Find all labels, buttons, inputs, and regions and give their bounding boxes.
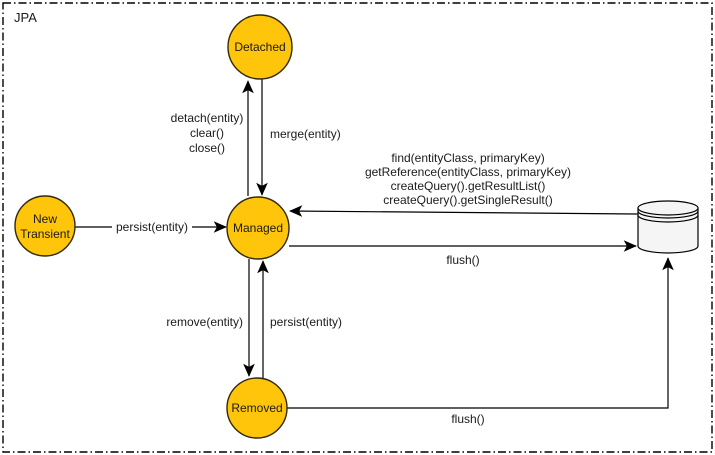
label-clear: clear() (190, 126, 224, 140)
state-managed: Managed (226, 196, 290, 260)
label-persist-new: persist(entity) (116, 220, 188, 234)
edge-removed-to-db (287, 257, 674, 409)
label-merge: merge(entity) (270, 127, 341, 141)
label-find: find(entityClass, primaryKey) (391, 151, 544, 165)
label-persist-removed: persist(entity) (270, 315, 342, 329)
label-detach: detach(entity) (171, 111, 244, 125)
label-close: close() (189, 141, 225, 155)
label-flush-removed: flush() (451, 412, 484, 426)
label-remove: remove(entity) (166, 315, 243, 329)
state-new-transient-label-line1: New (33, 212, 57, 226)
state-new-transient-label-line2: Transient (20, 227, 70, 241)
state-detached: Detached (227, 14, 293, 80)
diagram-title: JPA (14, 10, 37, 25)
state-removed: Removed (226, 377, 288, 439)
state-detached-label: Detached (234, 40, 285, 54)
state-new-transient: New Transient (14, 195, 76, 257)
label-create-query-single-result: createQuery().getSingleResult() (383, 193, 552, 207)
label-get-reference: getReference(entityClass, primaryKey) (365, 165, 571, 179)
state-removed-label: Removed (231, 401, 282, 415)
label-flush-managed: flush() (446, 253, 479, 267)
state-managed-label: Managed (233, 221, 283, 235)
edge-db-to-managed (289, 205, 639, 217)
label-create-query-result-list: createQuery().getResultList() (391, 179, 546, 193)
database-icon (637, 200, 699, 254)
